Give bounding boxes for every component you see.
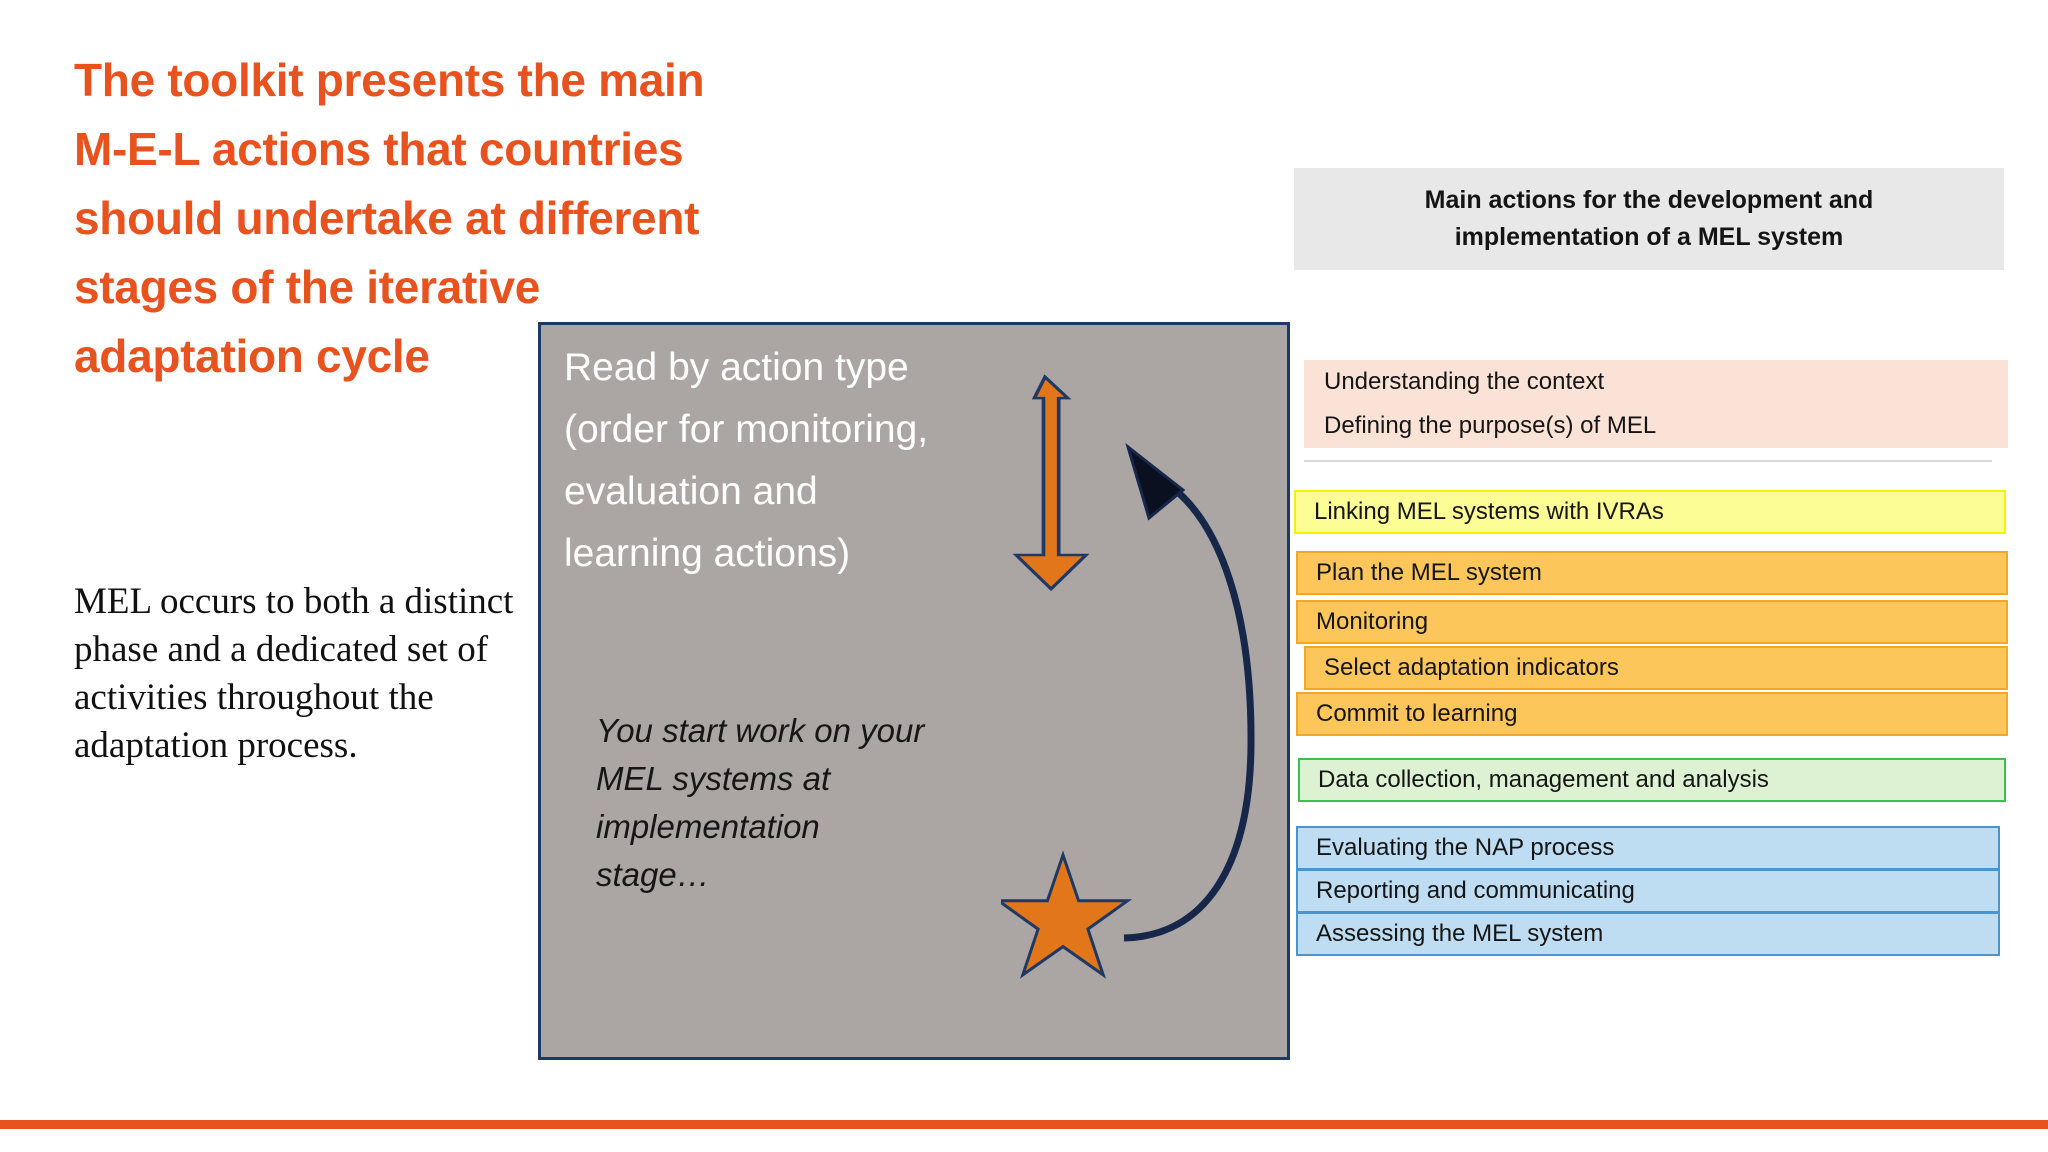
action-row[interactable]: Plan the MEL system: [1296, 551, 2008, 595]
action-row-label: Data collection, management and analysis: [1318, 766, 1769, 793]
action-row-label: Assessing the MEL system: [1316, 920, 1604, 947]
callout-box: Read by action type (order for monitorin…: [538, 322, 1290, 1060]
action-row-label: Plan the MEL system: [1316, 559, 1542, 586]
action-row-label: Reporting and communicating: [1316, 877, 1635, 904]
action-row-label: Monitoring: [1316, 608, 1429, 635]
action-row[interactable]: Understanding the context: [1304, 360, 2008, 404]
down-arrow-icon: [1012, 374, 1090, 592]
callout-heading: Read by action type (order for monitorin…: [564, 346, 929, 575]
action-row[interactable]: Data collection, management and analysis: [1298, 758, 2006, 802]
star-icon: [993, 850, 1133, 979]
group-separator: [1304, 460, 1992, 462]
actions-panel: Main actions for the development and imp…: [1292, 168, 2008, 970]
bottom-accent-rule: [0, 1120, 2048, 1129]
curved-return-arrow-icon: [1123, 442, 1255, 942]
body-paragraph: MEL occurs to both a distinct phase and …: [74, 581, 514, 766]
action-row[interactable]: Commit to learning: [1296, 692, 2008, 736]
action-row-label: Commit to learning: [1316, 700, 1518, 727]
action-row-label: Evaluating the NAP process: [1316, 834, 1615, 861]
callout-note: You start work on your MEL systems at im…: [596, 712, 925, 893]
action-row-label: Defining the purpose(s) of MEL: [1324, 412, 1657, 439]
cycle-diagram: [993, 325, 1291, 1063]
action-row-label: Understanding the context: [1324, 368, 1605, 395]
action-row[interactable]: Linking MEL systems with IVRAs: [1294, 490, 2006, 534]
action-row[interactable]: Select adaptation indicators: [1304, 646, 2008, 690]
action-row[interactable]: Monitoring: [1296, 600, 2008, 644]
page-title: The toolkit presents the main M-E-L acti…: [74, 54, 705, 382]
action-row[interactable]: Evaluating the NAP process: [1296, 826, 2000, 870]
action-row[interactable]: Assessing the MEL system: [1296, 912, 2000, 956]
action-row-label: Select adaptation indicators: [1324, 654, 1619, 681]
action-row[interactable]: Defining the purpose(s) of MEL: [1304, 404, 2008, 448]
action-row[interactable]: Reporting and communicating: [1296, 869, 2000, 913]
action-row-label: Linking MEL systems with IVRAs: [1314, 498, 1664, 525]
panel-header-title: Main actions for the development and imp…: [1294, 168, 2004, 270]
